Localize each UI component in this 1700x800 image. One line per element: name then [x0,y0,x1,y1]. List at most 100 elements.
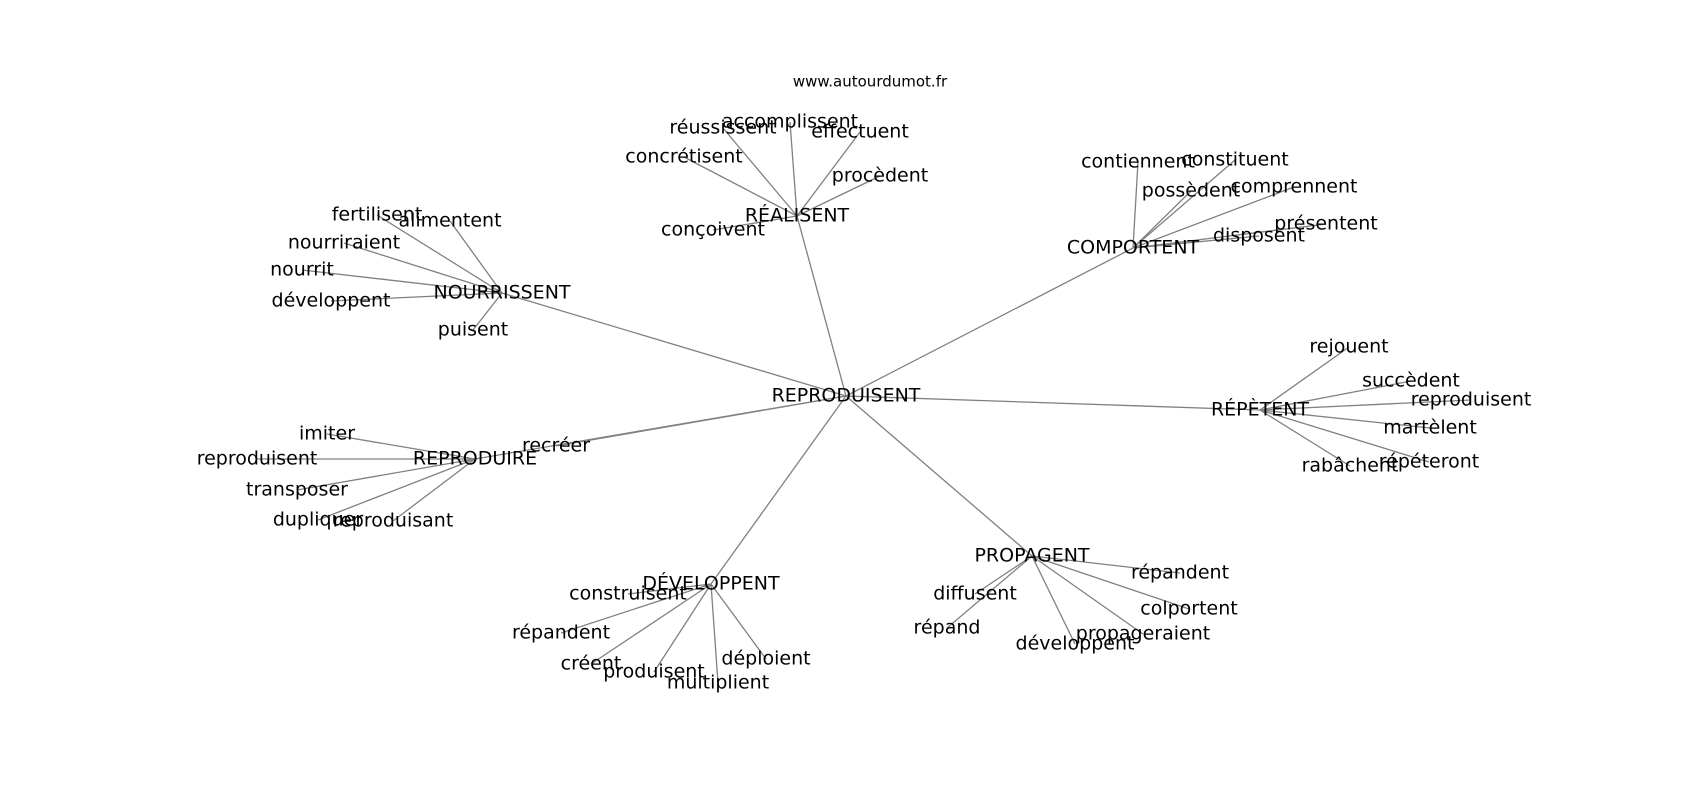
word-node-developpent-1[interactable]: répandent [512,622,610,644]
word-node-comportent-0[interactable]: contiennent [1081,151,1195,173]
word-node-comportent-4[interactable]: disposent [1213,225,1305,247]
word-node-repetent-0[interactable]: rejouent [1309,336,1388,358]
word-node-developpent-4[interactable]: multiplient [667,672,769,694]
word-node-realisent-4[interactable]: procèdent [832,165,928,187]
edge-comportent-2 [1132,190,1192,249]
edge-comportent-1 [1132,159,1236,249]
hub-node-realisent[interactable]: RÉALISENT [745,204,850,227]
edge-developpent-0 [627,583,712,595]
word-node-nourrissent-5[interactable]: puisent [438,319,508,341]
word-node-comportent-2[interactable]: possèdent [1142,180,1240,202]
word-node-reproduire-2[interactable]: transposer [246,479,348,501]
edge-propagent-4 [1031,555,1144,635]
word-node-reproduire-3[interactable]: dupliquer [273,509,364,531]
edge-propagent-2 [1031,555,1190,610]
word-node-nourrissent-2[interactable]: nourriraient [288,232,400,254]
edge-nourrissent-4 [330,292,503,302]
word-node-repetent-5[interactable]: répéteront [1379,451,1479,473]
edge-realisent-1 [789,121,798,217]
edge-repetent-1 [1259,380,1412,411]
edge-root-leaf-0 [555,395,847,447]
word-node-propagent-5[interactable]: développent [1016,633,1135,655]
edge-propagent-5 [1031,555,1076,645]
word-node-repetent-1[interactable]: succèdent [1362,370,1460,392]
edge-root-developpent [710,395,847,585]
word-node-reproduire-4[interactable]: reproduisant [333,510,454,532]
edge-repetent-4 [1259,409,1351,467]
edge-comportent-3 [1132,186,1295,249]
edge-nourrissent-1 [449,220,503,294]
word-node-realisent-1[interactable]: accomplissent [722,111,858,133]
edge-comportent-0 [1132,161,1139,249]
edge-root-comportent [845,247,1134,397]
hub-node-propagent[interactable]: PROPAGENT [974,545,1089,567]
edge-reproduire-0 [326,433,476,460]
edge-nourrissent-0 [376,214,503,294]
hub-node-nourrissent[interactable]: NOURRISSENT [433,282,570,304]
edge-repetent-0 [1259,346,1350,411]
edge-propagent-1 [974,555,1033,595]
word-node-comportent-1[interactable]: constituent [1181,149,1288,171]
hub-node-developpent[interactable]: DÉVELOPPENT [642,572,780,595]
word-node-nourrissent-4[interactable]: développent [272,290,391,312]
hub-node-comportent[interactable]: COMPORTENT [1067,237,1200,259]
word-node-developpent-2[interactable]: créent [561,653,622,675]
word-node-realisent-0[interactable]: réussissent [669,117,776,139]
edge-root-nourrissent [501,292,847,397]
root-node[interactable]: REPRODUISENT [772,385,921,407]
word-node-propagent-1[interactable]: diffusent [933,583,1017,605]
graph-labels: www.autourdumot.fr réussissentaccompliss… [197,73,1532,694]
word-node-reproduire-1[interactable]: reproduisent [197,448,318,470]
edge-root-repetent [845,395,1261,411]
edge-developpent-5 [710,583,767,660]
edge-nourrissent-3 [301,269,503,294]
edge-realisent-5 [712,215,798,231]
word-node-repetent-3[interactable]: martèlent [1383,417,1477,439]
edge-repetent-5 [1259,409,1430,463]
word-node-root-leaf-0[interactable]: recréer [522,435,590,457]
edge-reproduire-3 [317,458,476,521]
word-node-nourrissent-3[interactable]: nourrit [270,259,334,281]
edge-root-propagent [845,395,1033,557]
edge-repetent-2 [1259,399,1472,411]
edge-developpent-2 [590,583,712,665]
site-credit[interactable]: www.autourdumot.fr [793,73,948,91]
edge-realisent-3 [683,156,798,217]
edge-nourrissent-5 [472,292,503,331]
edge-developpent-4 [710,583,719,684]
word-node-propagent-3[interactable]: répand [914,617,981,639]
word-node-reproduire-0[interactable]: imiter [299,423,355,445]
word-node-repetent-4[interactable]: rabâchent [1302,455,1399,477]
edge-realisent-0 [722,127,798,217]
word-node-developpent-3[interactable]: produisent [603,661,705,683]
word-node-repetent-2[interactable]: reproduisent [1411,389,1532,411]
edge-propagent-3 [946,555,1033,629]
edge-developpent-1 [560,583,712,634]
edge-developpent-3 [653,583,712,673]
word-node-comportent-5[interactable]: présentent [1274,213,1377,235]
hub-node-repetent[interactable]: RÉPÈTENT [1211,398,1309,421]
word-node-propagent-4[interactable]: propageraient [1076,623,1210,645]
edge-realisent-4 [796,175,881,217]
word-node-realisent-5[interactable]: conçoivent [661,219,765,241]
edge-comportent-5 [1132,223,1327,249]
graph-edges [257,121,1472,684]
word-node-nourrissent-1[interactable]: alimentent [398,210,501,232]
word-node-realisent-3[interactable]: concrétisent [625,146,742,168]
hub-node-reproduire[interactable]: REPRODUIRE [413,448,537,470]
edge-realisent-2 [796,131,861,217]
word-node-nourrissent-0[interactable]: fertilisent [332,204,423,226]
edge-root-realisent [796,215,847,397]
word-node-comportent-3[interactable]: comprennent [1231,176,1358,198]
word-node-developpent-5[interactable]: déploient [721,648,810,670]
word-node-propagent-2[interactable]: colportent [1140,598,1237,620]
edge-propagent-0 [1031,555,1181,574]
edge-reproduire-2 [296,458,476,491]
word-node-developpent-0[interactable]: construisent [569,583,687,605]
word-node-realisent-2[interactable]: effectuent [811,121,909,143]
edge-repetent-3 [1259,409,1431,429]
word-node-propagent-0[interactable]: répandent [1131,562,1229,584]
edge-nourrissent-2 [343,242,503,294]
edge-reproduire-4 [392,458,476,522]
